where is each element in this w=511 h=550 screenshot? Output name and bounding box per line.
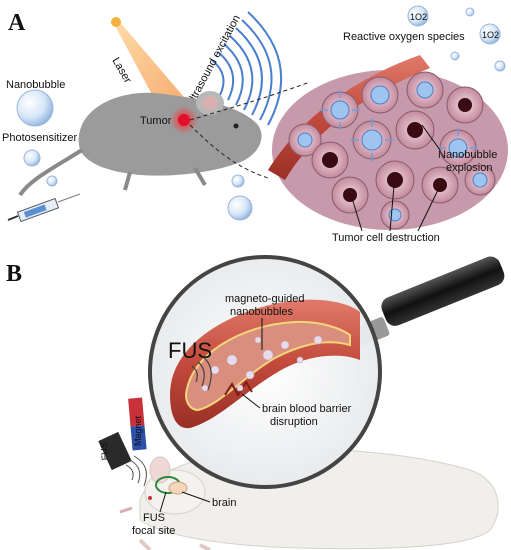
brain-label: brain (212, 497, 236, 509)
ros-label: Reactive oxygen species (343, 31, 465, 43)
zoom-line (189, 81, 311, 121)
singlet-oxygen-b: 1O2 (482, 30, 499, 40)
panel-a: A Laser Ultrasound excitation Tum (2, 5, 508, 244)
explosion-label-2: explosion (446, 162, 492, 174)
explosion-pointer (421, 124, 441, 151)
panel-b-letter: B (6, 261, 22, 287)
ultrasound-waves-icon (211, 11, 283, 126)
explosion-label-1: Nanobubble (438, 149, 497, 161)
fus-lens-waves-icon (191, 357, 212, 391)
guided-label-1: magneto-guided (225, 293, 305, 305)
bbb-label-1: brain blood barrier (262, 403, 352, 415)
destruction-pointers (351, 185, 439, 232)
magnet-label: Magnet (133, 415, 143, 446)
focal-label-1: FUS (143, 512, 165, 524)
mouse-illustration (18, 91, 262, 197)
tumor-spot (178, 114, 190, 126)
small-bubble-icon (231, 174, 245, 188)
panel-b: B brain FUS focal site FUS Magnet (6, 255, 505, 550)
small-bubble-icon (46, 175, 58, 187)
small-bubble-icon (227, 195, 253, 221)
brain-shape (168, 481, 188, 495)
fus-field-waves-icon (125, 455, 147, 487)
destruction-label: Tumor cell destruction (332, 232, 440, 244)
ros-bubble-icon (465, 7, 475, 17)
ros-bubble-icon (407, 5, 429, 27)
focal-pointer (159, 491, 167, 513)
small-bubble-icon (23, 149, 41, 167)
nanobubble-label: Nanobubble (6, 79, 65, 91)
tumor-label: Tumor (140, 115, 172, 127)
tumor-tissue-illustration (268, 55, 508, 230)
singlet-oxygen-a: 1O2 (410, 12, 427, 22)
magnet-icon: Magnet (128, 397, 147, 451)
bbb-pointer (241, 393, 261, 409)
zoom-line (189, 124, 269, 179)
zoomed-blood-vessel (170, 299, 360, 429)
photosensitizer-label: Photosensitizer (2, 132, 78, 144)
laser-label: Laser (109, 56, 133, 86)
focal-label-2: focal site (132, 525, 175, 537)
bbb-label-2: disruption (270, 416, 318, 428)
ros-bubble-icon (450, 51, 460, 61)
fus-transducer-icon: FUS (98, 431, 132, 471)
ros-bubble-icon (479, 23, 501, 45)
brain-pointer (181, 491, 211, 503)
panel-a-letter: A (8, 10, 26, 36)
nanobubble-cluster (201, 335, 323, 392)
laser-source-icon (111, 17, 121, 27)
nanobubble-icon (16, 89, 54, 127)
fus-device-label: FUS (98, 442, 110, 461)
barrier-disruption (224, 380, 253, 397)
syringe-icon (7, 193, 81, 223)
guided-label-2: nanobubbles (230, 306, 294, 318)
ros-bubble-icon (494, 60, 506, 72)
